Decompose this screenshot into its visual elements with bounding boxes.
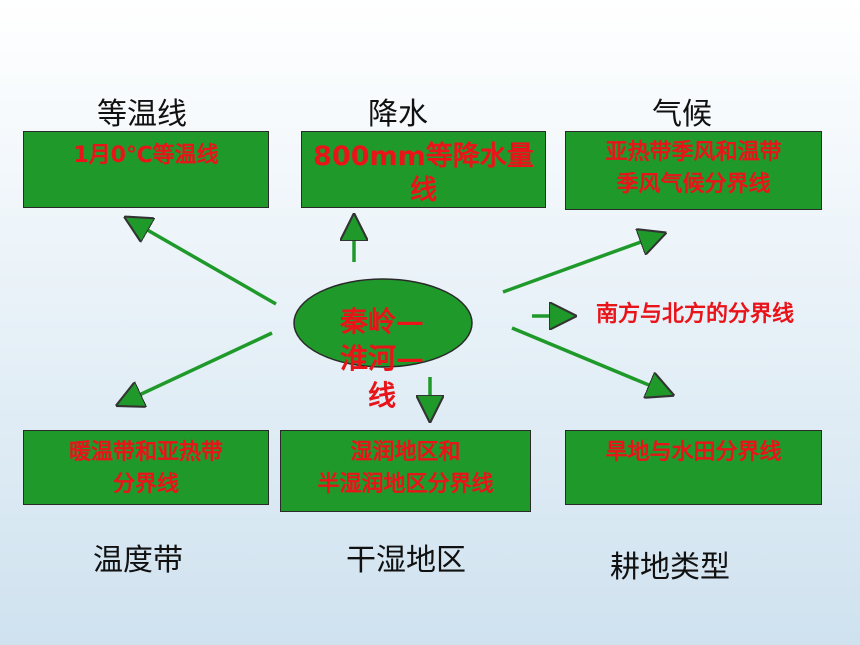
box-humid-line2: 半湿润地区分界线 [317,470,494,497]
center-line1: 秦岭— [339,305,424,338]
center-qinling-huaihe: 秦岭— 淮河— 线 [322,303,442,415]
label-isotherm: 等温线 [97,97,187,132]
box-isotherm-text: 1月0℃等温线 [73,143,219,168]
center-line3: 线 [367,379,396,413]
box-800mm-precip: 800mm等降水量线 [301,131,546,208]
north-south-boundary-text: 南方与北方的分界线 [596,302,795,327]
box-climate-line1: 亚热带季风和温带 [605,139,782,165]
box-warm-line2: 分界线 [112,470,179,497]
box-climate-line2: 季风气候分界线 [616,170,771,197]
arrow-to-warm-zone [122,331,273,403]
arrow-to-isotherm [130,220,277,306]
center-ellipse [293,278,473,368]
box-800mm-text: 800mm等降水量线 [313,141,534,206]
box-warm-subtropical: 暖温带和亚热带 分界线 [23,430,269,505]
label-climate: 气候 [652,97,712,132]
label-farmland-type: 耕地类型 [610,550,730,585]
box-humid-line1: 湿润地区和 [350,439,461,465]
box-isotherm-0c: 1月0℃等温线 [23,131,269,208]
label-temperature-zone: 温度带 [93,543,183,578]
box-dryland-text: 旱地与水田分界线 [605,439,782,465]
label-precipitation: 降水 [368,97,428,132]
box-humid-semihumid: 湿润地区和 半湿润地区分界线 [280,430,531,512]
center-line2: 淮河— [339,342,424,376]
arrow-to-dryland [511,326,668,393]
label-dry-wet-region: 干湿地区 [346,543,466,578]
arrow-to-climate [502,235,660,294]
box-dryland-paddy: 旱地与水田分界线 [565,430,822,505]
box-warm-line1: 暖温带和亚热带 [68,439,223,465]
box-climate-boundary: 亚热带季风和温带 季风气候分界线 [565,131,822,210]
